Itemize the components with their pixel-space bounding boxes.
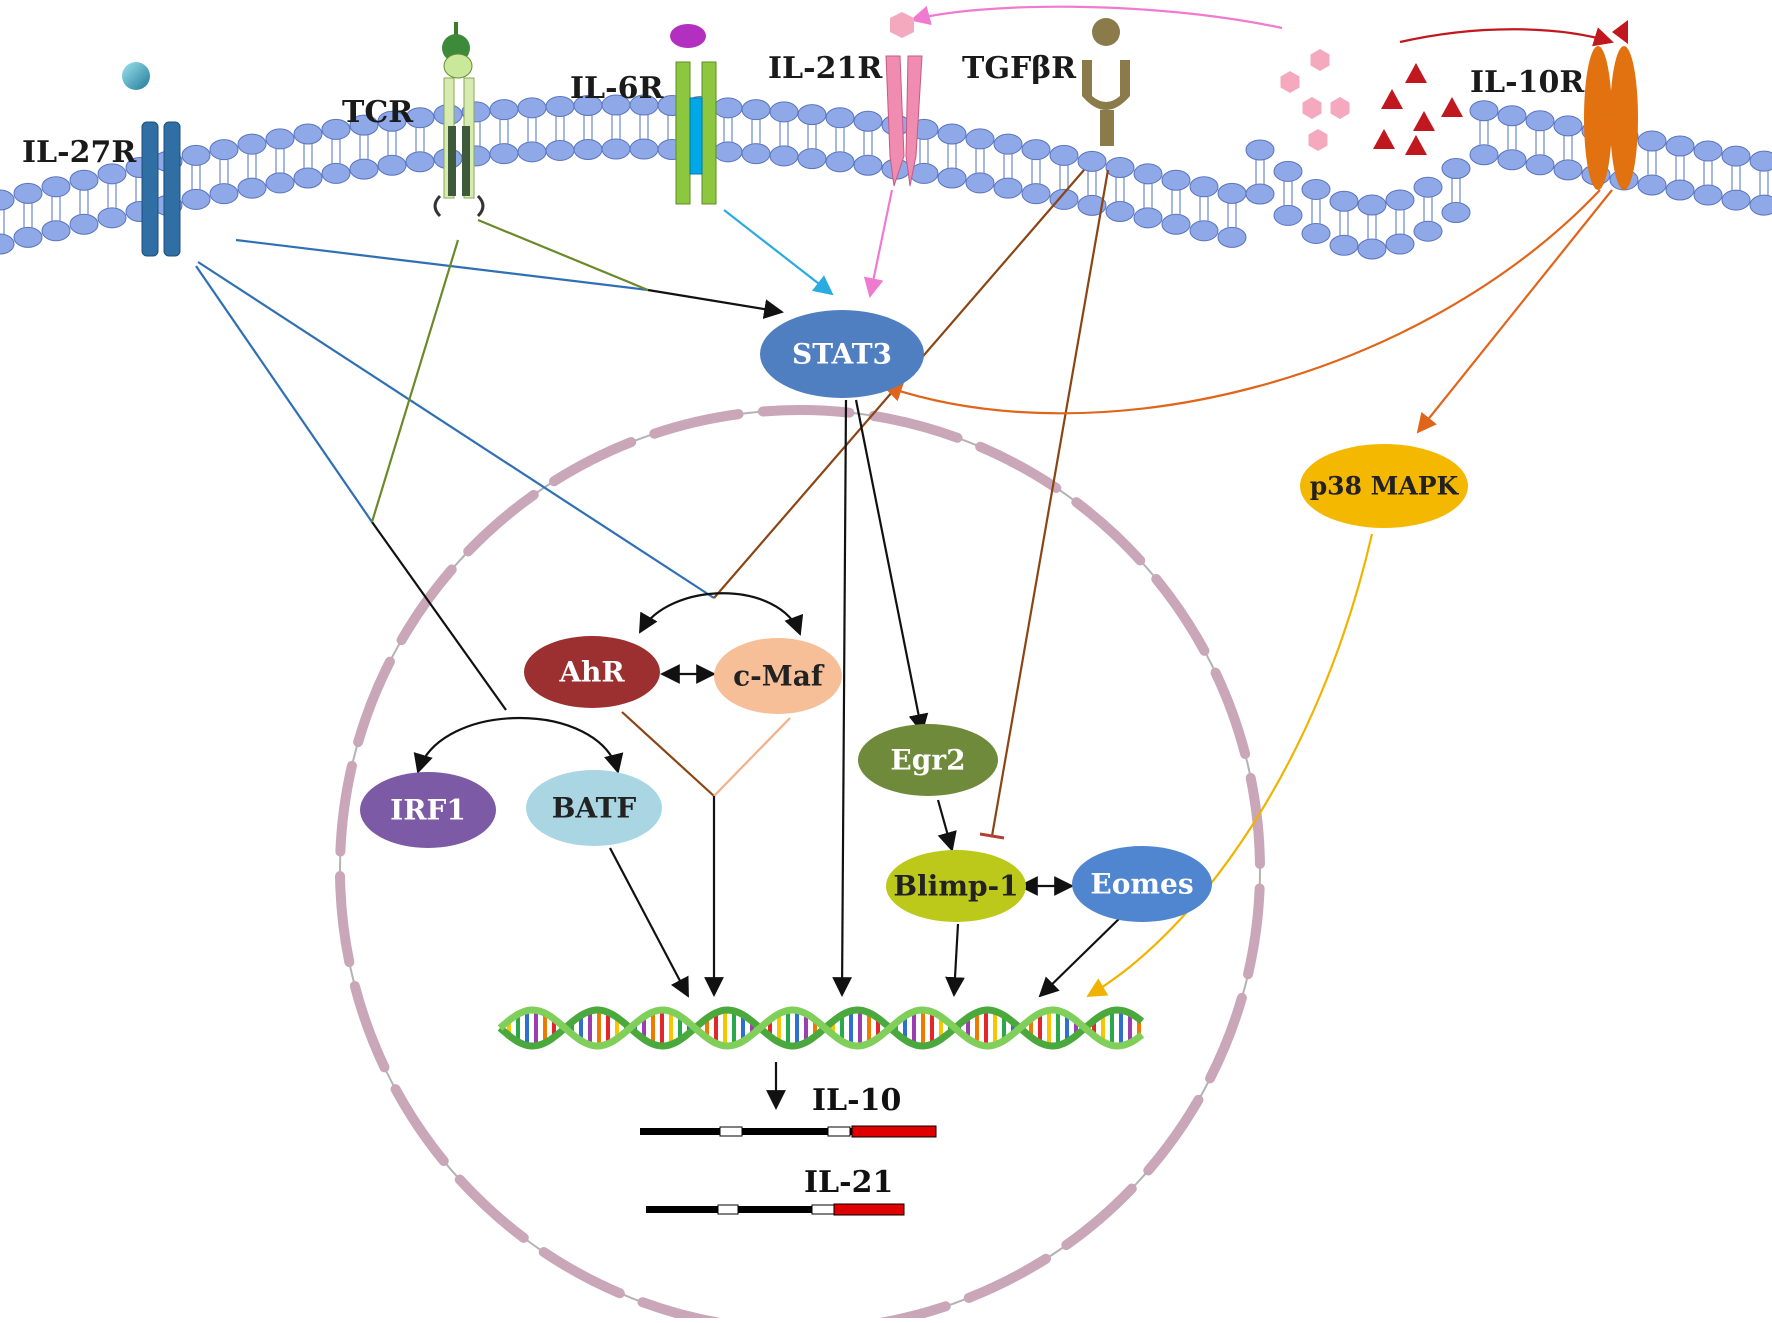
svg-text:Eomes: Eomes: [1090, 868, 1193, 901]
edge-cmaf-junction: [713, 717, 791, 797]
il27-ligand-icon: [122, 62, 150, 90]
svg-text:AhR: AhR: [558, 656, 625, 689]
edge-tcr-irf1: [370, 239, 460, 523]
edge-tcr-stat3: [477, 218, 649, 292]
edge-egr2-blimp1: [936, 799, 957, 852]
svg-text:IRF1: IRF1: [390, 794, 466, 827]
edge-il27r-irf1: [195, 265, 373, 523]
cytokine-triangle-icon: [1441, 97, 1463, 117]
svg-text:c-Maf: c-Maf: [733, 660, 825, 693]
tgfb-ligand-icon: [1092, 18, 1120, 46]
node-ahr: AhR: [524, 636, 660, 708]
il6-ligand-icon: [670, 24, 706, 48]
edge-ligand-il21: [910, 5, 1283, 30]
edge-junction-irf1-batf: [371, 521, 507, 711]
svg-text:IL-21: IL-21: [804, 1165, 893, 1200]
dna-helix: [497, 1006, 1145, 1050]
cytokine-hexagon-icon: [1330, 97, 1350, 119]
cytokine-triangle-icon: [1405, 63, 1427, 83]
node-batf: BATF: [526, 770, 662, 846]
node-p38-mapk: p38 MAPK: [1300, 444, 1468, 528]
svg-text:IL-10: IL-10: [812, 1083, 901, 1118]
inhibit-bar: [979, 832, 1005, 840]
edge-il21r-stat3: [863, 189, 894, 298]
edge-blimp1-dna: [945, 923, 965, 997]
svg-text:p38 MAPK: p38 MAPK: [1310, 472, 1460, 501]
gene-il21: IL-21: [646, 1165, 905, 1216]
svg-text:Egr2: Egr2: [890, 744, 965, 777]
tcr-receptor: [433, 22, 485, 218]
edge-p38-dna: [1086, 533, 1374, 998]
node-cmaf: c-Maf: [714, 638, 842, 714]
label-il6r: IL-6R: [570, 71, 664, 106]
il10r-receptor: [1584, 20, 1638, 190]
edge-il27r-ahr: [197, 261, 715, 599]
edge-il27r-stat3: [235, 238, 649, 292]
cytokine-triangle-icon: [1413, 111, 1435, 131]
label-tcr: TCR: [342, 95, 414, 130]
il10-ligand-icon: [1612, 20, 1628, 44]
cytokine-hexagon-icon: [1310, 49, 1330, 71]
edge-junction-stat3: [647, 288, 784, 319]
label-il10r: IL-10R: [1470, 65, 1585, 100]
label-tgfbr: TGFβR: [962, 51, 1077, 86]
node-egr2: Egr2: [858, 724, 998, 796]
svg-text:STAT3: STAT3: [792, 338, 892, 371]
edge-irf1-batf-curve: [413, 716, 624, 774]
pathway-connections: [195, 5, 1614, 1110]
label-il27r: IL-27R: [22, 135, 137, 170]
edge-il6r-stat3: [723, 209, 834, 296]
tgfbr-receptor: [1082, 18, 1130, 146]
node-stat3: STAT3: [760, 310, 924, 398]
label-il21r: IL-21R: [768, 51, 883, 86]
svg-text:Blimp-1: Blimp-1: [893, 870, 1018, 903]
edge-ahr-junction: [621, 711, 715, 797]
edge-il10r-stat3: [882, 189, 1601, 415]
edge-batf-dna: [609, 847, 689, 998]
node-eomes: Eomes: [1072, 846, 1212, 922]
edge-il10r-p38: [1416, 189, 1613, 434]
node-irf1: IRF1: [360, 772, 496, 848]
il27r-receptor: [122, 62, 181, 257]
cytokine-hexagon-icon: [1302, 97, 1322, 119]
edge-eomes-dna: [1038, 913, 1125, 998]
free-ligands: [1280, 49, 1463, 155]
il21r-receptor: [885, 12, 923, 187]
svg-text:BATF: BATF: [552, 792, 637, 825]
cell-membrane: [0, 94, 1772, 260]
edge-ligand-il10: [1399, 27, 1614, 47]
il6r-receptor: [670, 24, 717, 205]
il21-ligand-icon: [890, 12, 914, 38]
node-blimp1: Blimp-1: [886, 850, 1026, 922]
gene-il10: IL-10: [640, 1083, 937, 1138]
edge-stat3-egr2: [854, 399, 929, 734]
cytokine-triangle-icon: [1381, 89, 1403, 109]
cytokine-hexagon-icon: [1280, 71, 1300, 93]
cytokine-hexagon-icon: [1308, 129, 1328, 151]
edge-ahr-cmaf-curve: [639, 592, 804, 636]
cytokine-triangle-icon: [1405, 135, 1427, 155]
nucleus-envelope: [335, 405, 1265, 1323]
edge-tgfbr-blimp1: [990, 169, 1110, 837]
edge-stat3-dna: [832, 399, 853, 997]
cytokine-triangle-icon: [1373, 129, 1395, 149]
